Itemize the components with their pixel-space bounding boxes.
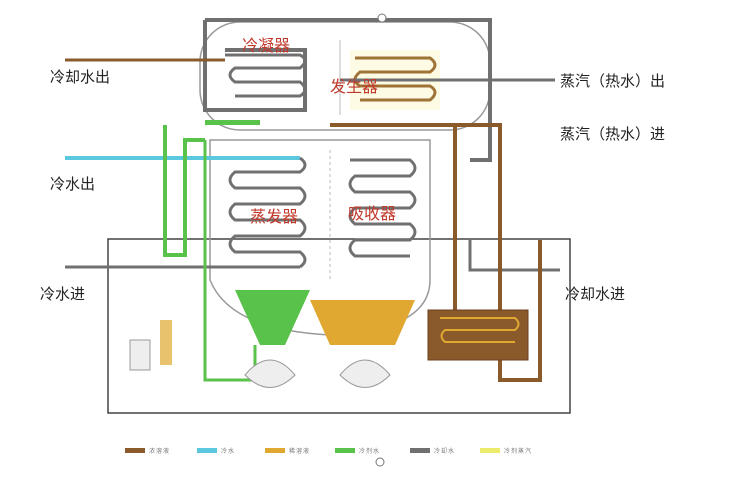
cooling-water-loop: [203, 20, 307, 112]
refrigerant-line: [205, 120, 260, 125]
cooling-water-in-line: [468, 240, 560, 272]
legend-swatch: [335, 448, 355, 453]
solution-pump: [339, 359, 391, 388]
legend-text: 冷水: [221, 448, 236, 455]
dilute-solution-pool: [310, 300, 415, 345]
absorber-coil: [348, 158, 417, 258]
level-gauge: [160, 320, 172, 365]
cooling-water-out-label: 冷却水出: [50, 68, 111, 86]
refrigerant-pool: [235, 290, 310, 345]
legend-text: 稀溶液: [289, 448, 311, 455]
chilled-water-in-label: 冷水进: [40, 285, 86, 303]
cooling-water-top-line: [205, 18, 492, 162]
condenser-label: 冷凝器: [242, 36, 291, 55]
generator-label: 发生器: [330, 77, 379, 96]
heat-exchanger-coil: [440, 317, 520, 343]
control-unit: [129, 339, 151, 371]
legend-swatch: [480, 448, 500, 453]
legend-swatch: [410, 448, 430, 453]
chilled-water-out-label: 冷水出: [50, 175, 96, 193]
legend-swatch: [197, 448, 217, 453]
legend-text: 浓溶液: [149, 448, 171, 455]
condenser-coil: [225, 53, 307, 98]
evaporator-label: 蒸发器: [250, 207, 299, 226]
legend-swatch: [125, 448, 145, 453]
outer-frame: [107, 238, 571, 414]
top-valve: [377, 13, 387, 23]
legend-text: 冷却水: [434, 448, 456, 455]
legend: 浓溶液 冷水 稀溶液 冷剂水 冷却水 冷剂蒸汽: [125, 440, 565, 460]
refrigerant-return: [203, 140, 257, 382]
bottom-marker: [375, 457, 385, 467]
legend-text: 冷剂水: [359, 448, 381, 455]
evaporator-coil: [228, 156, 307, 269]
strong-solution-line: [455, 123, 542, 382]
refrigerant-pump: [244, 359, 296, 388]
absorber-label: 吸收器: [348, 204, 397, 223]
cooling-water-in-label: 冷却水进: [565, 285, 626, 303]
legend-text: 冷剂蒸汽: [504, 448, 533, 455]
legend-swatch: [265, 448, 285, 453]
steam-in-label: 蒸汽（热水）进: [560, 125, 666, 143]
steam-out-label: 蒸汽（热水）出: [560, 72, 666, 90]
refrigerant-loop: [163, 125, 205, 257]
